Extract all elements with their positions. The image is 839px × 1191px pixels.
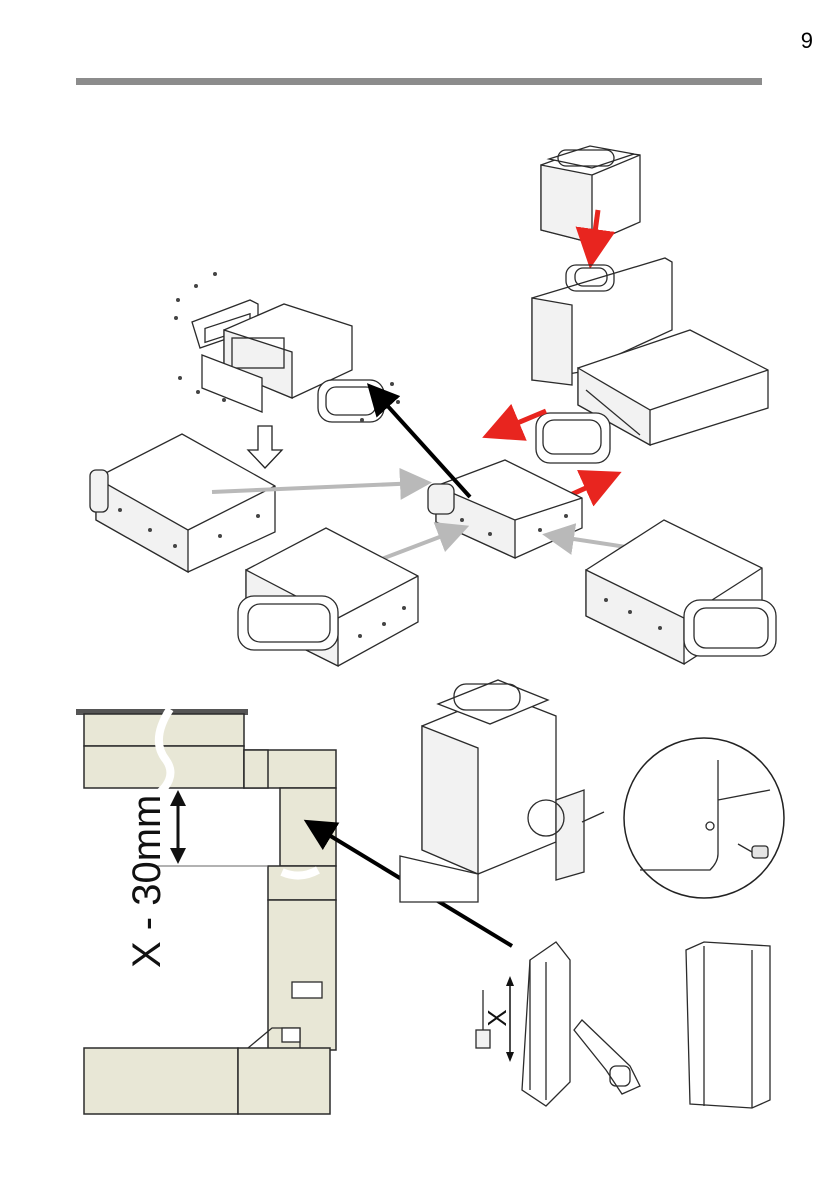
duct-elevation bbox=[76, 709, 336, 1114]
outline-arrow-down bbox=[248, 426, 282, 468]
offset-label: X - 30mm bbox=[125, 795, 169, 968]
saw-icon bbox=[574, 1020, 640, 1094]
flex-connector-left bbox=[318, 380, 384, 422]
chimney-sleeve-top bbox=[541, 146, 640, 243]
junction-box-lower bbox=[238, 528, 418, 666]
red-arrow-right bbox=[568, 478, 608, 496]
chimney-assembly bbox=[400, 680, 604, 902]
exploded-junction-box bbox=[174, 272, 400, 422]
screw-detail-circle bbox=[624, 738, 784, 898]
cut-length-label: X bbox=[482, 1009, 512, 1026]
junction-box-left bbox=[90, 434, 275, 572]
black-arrow-upper bbox=[375, 392, 470, 497]
duct-piece-cut bbox=[506, 942, 570, 1106]
duct-piece-finished bbox=[686, 942, 770, 1108]
flex-connector-right bbox=[536, 413, 610, 463]
junction-box-right bbox=[586, 520, 776, 664]
